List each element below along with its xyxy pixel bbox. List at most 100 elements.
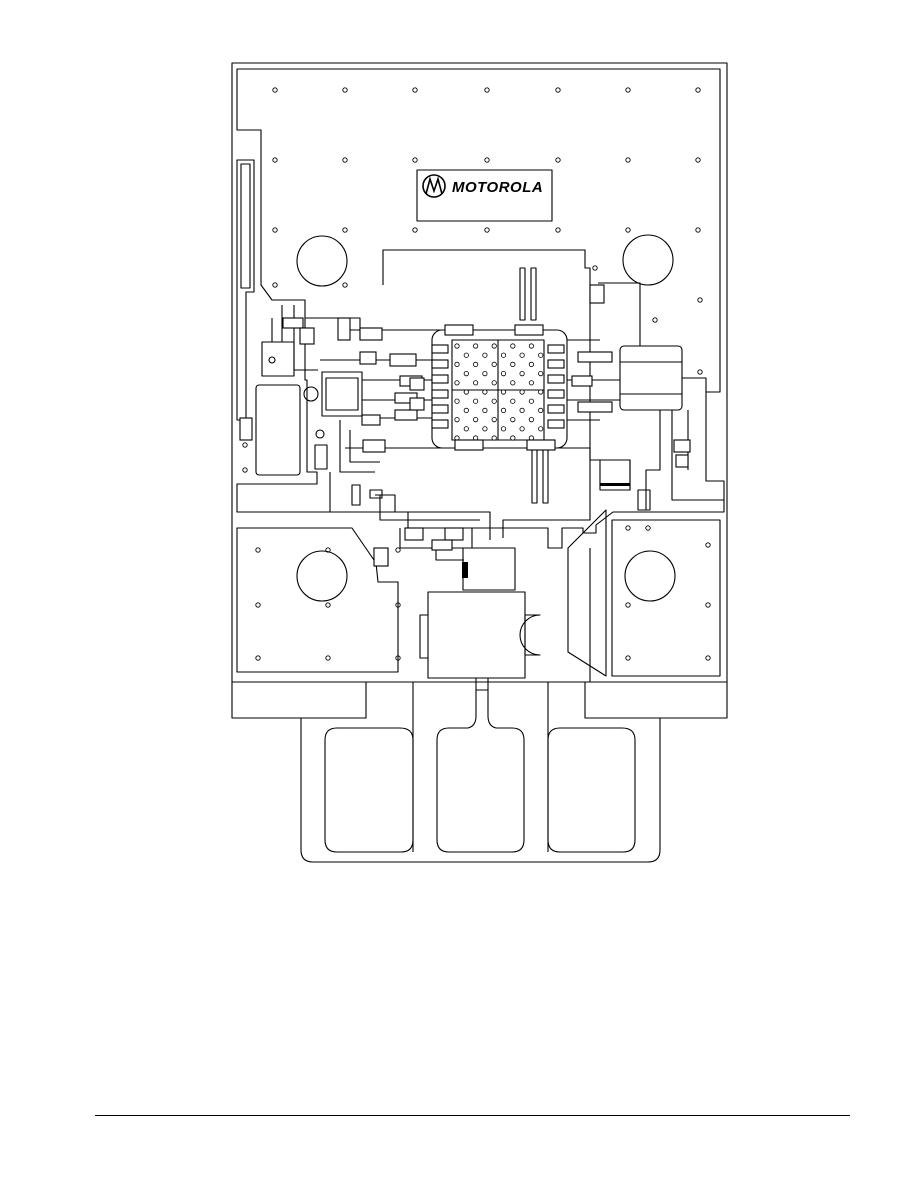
screw-dot: [412, 227, 418, 233]
chip-component: [299, 327, 315, 345]
chip-component: [282, 317, 304, 329]
screw-dot: [652, 317, 658, 323]
lower-right-plane: [611, 519, 721, 677]
screw-dot: [412, 87, 418, 93]
via: [491, 343, 497, 349]
chip-component: [362, 439, 386, 453]
stub: [530, 267, 537, 321]
chip-component: [409, 397, 425, 411]
via: [472, 380, 479, 386]
screw-dot: [625, 157, 631, 163]
input-device-inner: [325, 377, 359, 411]
via: [510, 398, 516, 404]
screw-dot: [325, 655, 331, 661]
footer-rule: [95, 1115, 850, 1116]
brand-text: MOTOROLA: [452, 179, 543, 196]
via: [538, 389, 544, 395]
screw-dot: [625, 87, 631, 93]
chip-component: [547, 359, 565, 369]
chip-component: [409, 377, 425, 391]
input-device: [321, 371, 363, 417]
right-tab: [584, 682, 727, 719]
screw-dot: [645, 525, 651, 531]
chip-component: [547, 374, 565, 384]
screw-dot: [697, 369, 703, 375]
regulator-tab-left: [419, 614, 428, 659]
motorola-batwing-logo: [422, 174, 446, 198]
via: [454, 380, 460, 386]
chip-component: [394, 409, 418, 421]
via: [528, 343, 535, 349]
chip-component: [361, 414, 381, 426]
output-device: [619, 345, 683, 411]
screw-dot: [342, 87, 348, 93]
chip-component: [431, 359, 449, 369]
via: [538, 426, 544, 432]
via: [500, 426, 507, 432]
screw-dot: [484, 157, 490, 163]
left-strip: [236, 159, 255, 421]
left-ic: [261, 341, 295, 377]
screw-dot: [342, 282, 348, 288]
via: [519, 370, 525, 377]
chip-component: [526, 439, 556, 451]
small-pad: [369, 489, 383, 499]
chip-component: [589, 284, 605, 304]
pad-center: [436, 689, 525, 853]
via: [510, 380, 516, 386]
via: [472, 343, 479, 349]
chip-component: [547, 419, 565, 429]
screw-dot: [395, 547, 401, 553]
via: [500, 352, 507, 358]
via: [482, 426, 488, 432]
via: [519, 389, 525, 395]
screw-dot: [625, 525, 631, 531]
via: [528, 361, 535, 367]
trace: [375, 494, 491, 540]
chip-component: [373, 547, 389, 567]
bias-trace: [435, 548, 464, 561]
via: [472, 361, 479, 367]
via: [538, 352, 544, 358]
left-tab: [232, 682, 367, 719]
pad-right: [547, 727, 636, 853]
chip-component: [675, 454, 689, 468]
left-strip-inner: [240, 163, 251, 289]
right-trace-plane: [567, 509, 607, 677]
screw-dot: [555, 227, 561, 233]
solid-strip: [600, 483, 630, 486]
screw-dots: [242, 87, 711, 661]
screw-dot: [484, 227, 490, 233]
chip-component: [577, 401, 613, 413]
screw-dot: [625, 227, 631, 233]
via: [463, 426, 469, 432]
screw-dot: [697, 297, 703, 303]
chip-component: [577, 351, 613, 363]
pad-left: [324, 727, 414, 853]
screw-dot: [342, 157, 348, 163]
chip-component: [431, 344, 449, 354]
chip-component: [514, 324, 544, 336]
left-trace-pad: [314, 444, 328, 470]
screw-dot: [395, 655, 401, 661]
via: [510, 343, 516, 349]
via: [519, 426, 525, 432]
via: [510, 361, 516, 367]
via: [528, 416, 535, 423]
via: [491, 398, 497, 404]
screw-dot: [705, 602, 711, 608]
chip-components: [239, 284, 691, 567]
screw-dot: [272, 282, 278, 288]
via: [519, 352, 525, 358]
screw-dot: [412, 157, 418, 163]
mounting-hole: [296, 550, 348, 602]
via: [500, 407, 507, 413]
chip-component: [444, 527, 464, 541]
via: [491, 361, 497, 367]
screw-dot: [255, 655, 261, 661]
stub: [519, 267, 526, 321]
chip-component: [547, 404, 565, 414]
screw-dot: [705, 655, 711, 661]
central-loop-trace: [382, 249, 591, 538]
screw-dot: [242, 442, 248, 448]
